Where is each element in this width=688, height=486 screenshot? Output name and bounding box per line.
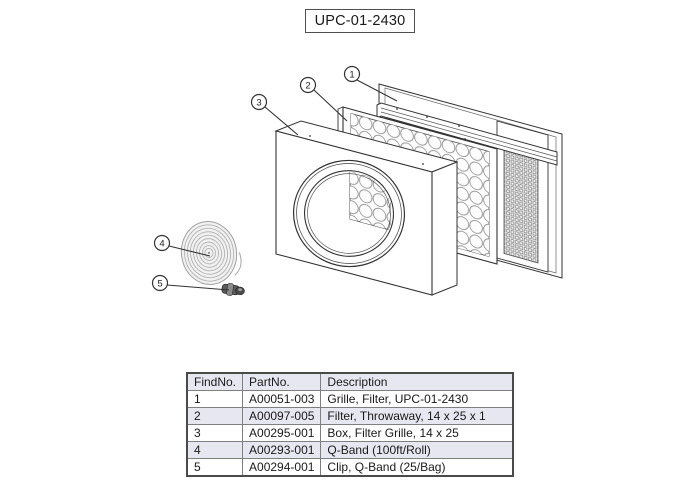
callout-4: 4 bbox=[153, 234, 211, 257]
cell-partno: A00294-001 bbox=[242, 458, 322, 477]
cell-findno: 3 bbox=[186, 424, 244, 442]
box-rivet bbox=[422, 163, 424, 165]
table-header-row: FindNo. PartNo. Description bbox=[186, 372, 514, 391]
cell-findno: 4 bbox=[186, 441, 244, 459]
callout-1: 1 bbox=[343, 65, 398, 102]
callout-5: 5 bbox=[151, 274, 230, 292]
cell-description: Box, Filter Grille, 14 x 25 bbox=[320, 424, 514, 442]
qband-roll-part bbox=[180, 221, 242, 285]
cell-description: Filter, Throwaway, 14 x 25 x 1 bbox=[320, 407, 514, 425]
box-rivet bbox=[309, 135, 311, 137]
col-header-description: Description bbox=[320, 372, 514, 391]
table-row: 4 A00293-001 Q-Band (100ft/Roll) bbox=[186, 441, 514, 459]
cell-description: Clip, Q-Band (25/Bag) bbox=[320, 458, 514, 477]
table-row: 1 A00051-003 Grille, Filter, UPC-01-2430 bbox=[186, 390, 514, 408]
callout-number-3: 3 bbox=[256, 97, 261, 108]
rail-rivet bbox=[396, 108, 398, 110]
rail-rivet bbox=[426, 116, 428, 118]
callout-bubble-1 bbox=[343, 65, 361, 83]
table-row: 3 A00295-001 Box, Filter Grille, 14 x 25 bbox=[186, 424, 514, 442]
leader-line-4 bbox=[168, 245, 211, 257]
cell-description: Q-Band (100ft/Roll) bbox=[320, 441, 514, 459]
callout-2: 2 bbox=[299, 76, 348, 122]
parts-table-container: FindNo. PartNo. Description 1 A00051-003… bbox=[186, 372, 514, 477]
leader-line-5 bbox=[166, 284, 230, 291]
grille-mesh bbox=[503, 141, 539, 264]
drawing-number-title: UPC-01-2430 bbox=[305, 9, 415, 33]
cell-partno: A00295-001 bbox=[242, 424, 322, 442]
rail-groove bbox=[380, 107, 558, 158]
cell-partno: A00051-003 bbox=[242, 390, 322, 408]
rail-rivet bbox=[458, 125, 460, 127]
callout-number-5: 5 bbox=[157, 278, 162, 289]
callout-number-2: 2 bbox=[305, 80, 310, 91]
drawing-number-text: UPC-01-2430 bbox=[314, 13, 406, 29]
cell-findno: 5 bbox=[186, 458, 244, 477]
box-collar-ring bbox=[292, 159, 406, 268]
rail-groove bbox=[380, 111, 558, 162]
qband-tail bbox=[234, 252, 242, 276]
table-row: 5 A00294-001 Clip, Q-Band (25/Bag) bbox=[186, 458, 514, 477]
filter-rivet bbox=[464, 138, 466, 140]
col-header-partno: PartNo. bbox=[242, 372, 322, 391]
cell-partno: A00293-001 bbox=[242, 441, 322, 459]
clip-part bbox=[221, 283, 245, 296]
cell-findno: 2 bbox=[186, 407, 244, 425]
callout-bubble-5 bbox=[151, 274, 169, 292]
callout-3: 3 bbox=[250, 93, 299, 136]
cell-description: Grille, Filter, UPC-01-2430 bbox=[320, 390, 514, 408]
callout-bubble-4 bbox=[153, 234, 171, 252]
leader-line-3 bbox=[264, 106, 299, 136]
box-part bbox=[274, 120, 459, 296]
callout-bubble-2 bbox=[299, 76, 317, 94]
parts-table: FindNo. PartNo. Description 1 A00051-003… bbox=[186, 372, 514, 477]
callout-bubble-3 bbox=[250, 93, 268, 111]
cell-findno: 1 bbox=[186, 390, 244, 408]
leader-line-1 bbox=[356, 79, 398, 102]
callout-number-4: 4 bbox=[159, 238, 164, 249]
box-side-face bbox=[431, 161, 458, 296]
cell-partno: A00097-005 bbox=[242, 407, 322, 425]
callout-number-1: 1 bbox=[349, 69, 354, 80]
col-header-findno: FindNo. bbox=[186, 372, 244, 391]
table-row: 2 A00097-005 Filter, Throwaway, 14 x 25 … bbox=[186, 407, 514, 425]
leader-line-2 bbox=[313, 89, 348, 122]
